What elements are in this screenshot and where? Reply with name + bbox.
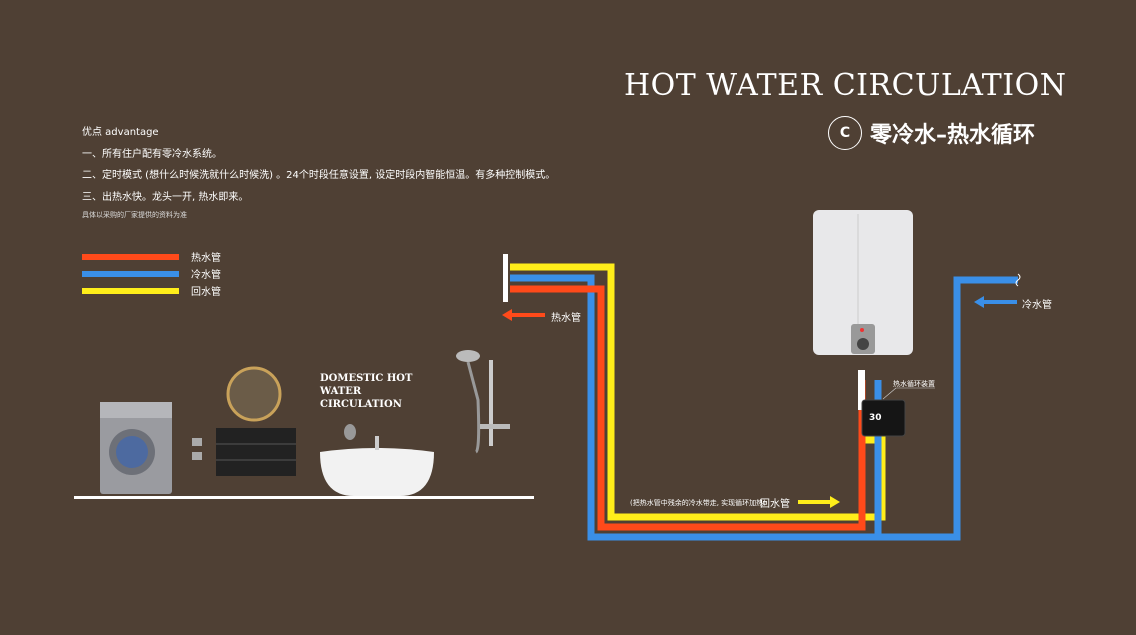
domestic-label: DOMESTIC HOT WATER CIRCULATION xyxy=(320,372,412,411)
legend-cold: 冷水管 xyxy=(82,265,221,282)
faucet-mount-bar xyxy=(503,254,508,302)
brand-logo-icon: C xyxy=(828,116,862,150)
vanity-cabinet-icon xyxy=(216,366,296,476)
device-temp-readout: 30 xyxy=(869,413,882,423)
return-arrow-icon xyxy=(798,496,840,508)
socket-icon xyxy=(192,438,202,446)
device-leader-line xyxy=(882,387,897,400)
legend-hot: 热水管 xyxy=(82,248,221,265)
advantages-heading: 优点 advantage xyxy=(82,127,159,138)
cold-pipe xyxy=(510,274,1018,541)
device-label: 热水循环装置 xyxy=(893,380,935,388)
advantage-item: 一、所有住户配有零冷水系统。 xyxy=(82,148,222,160)
hot-arrow-icon xyxy=(502,309,545,321)
legend-swatch-hot xyxy=(82,253,179,260)
legend-label: 热水管 xyxy=(191,253,221,264)
water-heater-icon xyxy=(813,210,913,355)
washing-machine-icon xyxy=(100,402,172,494)
return-note: (把热水管中残余的冷水带走, 实现循环加热) xyxy=(630,499,766,507)
hot-pipe-label: 热水管 xyxy=(551,313,581,324)
shower-icon xyxy=(456,350,510,454)
socket-icon xyxy=(192,452,202,460)
bathtub-icon xyxy=(320,424,434,496)
floor-line xyxy=(74,496,534,499)
advantages-note: 具体以采购的厂家提供的资料为准 xyxy=(82,211,187,219)
advantages-section: 优点 advantage 一、所有住户配有零冷水系统。 二、定时模式 (想什么时… xyxy=(82,122,555,222)
page-subtitle: C 零冷水–热水循环 xyxy=(828,116,1035,150)
pipe-legend: 热水管 冷水管 回水管 xyxy=(82,248,221,299)
domestic-label-line: WATER xyxy=(320,386,362,397)
legend-label: 冷水管 xyxy=(191,270,221,281)
legend-swatch-cold xyxy=(82,270,179,277)
logo-letter: C xyxy=(839,125,851,141)
water-inlet-icon xyxy=(1015,273,1021,287)
heater-outlet-glow xyxy=(858,370,865,410)
circulation-device-icon xyxy=(861,399,906,437)
subtitle-text: 零冷水–热水循环 xyxy=(870,123,1036,148)
hot-pipe xyxy=(510,285,866,531)
return-pipe-label: 回水管 xyxy=(760,499,790,510)
legend-label: 回水管 xyxy=(191,287,221,298)
domestic-label-line: DOMESTIC HOT xyxy=(320,373,413,384)
cold-arrow-icon xyxy=(974,296,1017,308)
page-title: HOT WATER CIRCULATION xyxy=(624,68,1067,103)
advantage-item: 三、出热水快。龙头一开, 热水即来。 xyxy=(82,191,249,203)
domestic-label-line: CIRCULATION xyxy=(320,399,402,410)
legend-swatch-return xyxy=(82,287,179,294)
legend-return: 回水管 xyxy=(82,282,221,299)
cold-pipe-label: 冷水管 xyxy=(1022,300,1052,311)
advantage-item: 二、定时模式 (想什么时候洗就什么时候洗) 。24个时段任意设置, 设定时段内智… xyxy=(82,170,556,181)
